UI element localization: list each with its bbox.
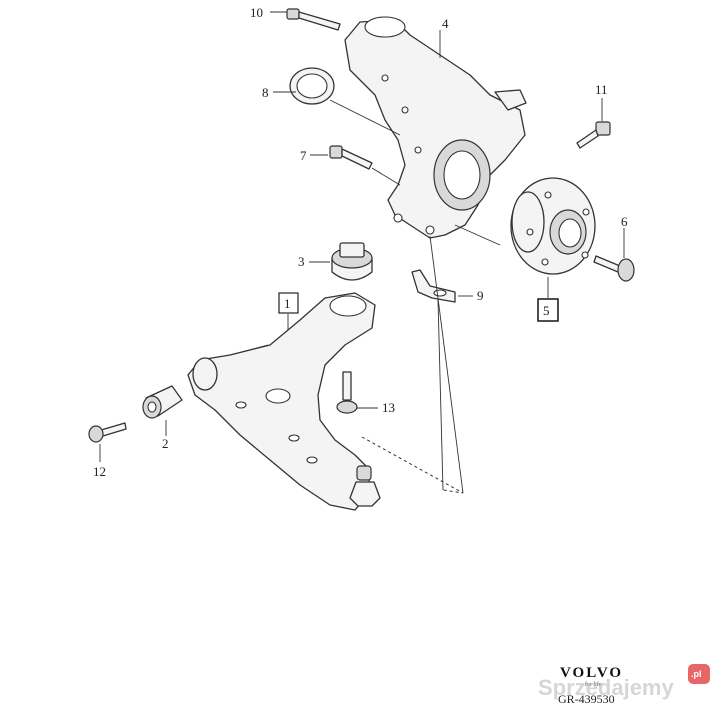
arm-bolt-vertical [336,371,358,414]
callout-5: 5 [543,303,550,318]
watermark-text: Sprzedajemy [538,675,674,700]
sensor-bracket [411,269,456,303]
callout-7: 7 [300,148,307,163]
callout-10: 10 [250,5,263,20]
callout-6: 6 [621,214,628,229]
brand-tagline: for life [585,681,602,688]
callout-5-box [537,298,559,322]
front-bushing [142,385,183,419]
leader-lines [99,11,625,494]
callout-1-box [278,292,299,314]
callout-1: 1 [284,296,291,311]
bolt-hub-mount [576,121,611,149]
callout-4: 4 [442,16,449,31]
bolt-front-bushing [88,422,127,443]
bolt-top-knuckle [286,8,341,31]
bearing-ring [289,67,335,105]
callout-9: 9 [477,288,484,303]
steering-knuckle [344,16,527,239]
brand-block: VOLVO for life GR-439530 [558,665,623,706]
brand-logo-text: VOLVO [560,665,623,681]
callout-8: 8 [262,85,269,100]
callout-3: 3 [298,254,305,269]
bolt-knuckle-pinch [329,145,373,170]
callout-2: 2 [162,436,169,451]
watermark-badge [688,664,710,684]
watermark: Sprzedajemy .pl [538,664,710,700]
hub-center-bolt [593,255,635,282]
callout-12: 12 [93,464,106,479]
callout-11: 11 [595,82,608,97]
lower-control-arm [187,292,376,511]
watermark-suffix: .pl [691,669,702,679]
rear-bushing [331,242,373,281]
callout-13: 13 [382,400,395,415]
ball-joint [349,465,381,507]
wheel-hub [510,177,596,275]
callout-labels: 10 4 8 11 7 6 3 9 13 2 12 1 5 [93,5,628,479]
diagram-reference: GR-439530 [558,692,615,706]
